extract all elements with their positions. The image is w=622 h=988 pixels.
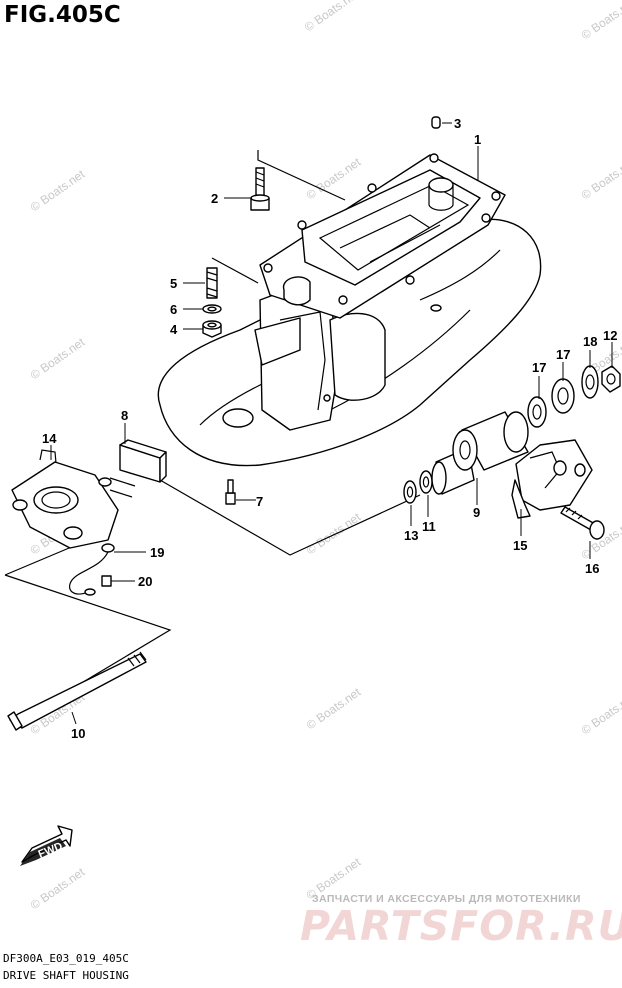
callout-3: 3: [454, 116, 461, 131]
washer-18: [581, 365, 599, 399]
callout-14: 14: [42, 431, 57, 446]
bolt-2: [250, 167, 270, 211]
callout-5: 5: [170, 276, 177, 291]
watermark: © Boats.net: [28, 167, 88, 215]
callout-13: 13: [404, 528, 418, 543]
plate-8: [109, 439, 167, 498]
watermark: © Boats.net: [304, 510, 364, 558]
watermark: © Boats.net: [579, 155, 622, 203]
bolt-16: [560, 506, 605, 540]
clamp-bracket-14: [11, 449, 119, 549]
figure-title: FIG.405C: [4, 2, 121, 28]
long-bolt-10: [7, 651, 147, 731]
figure-name: DRIVE SHAFT HOUSING: [3, 969, 129, 982]
callout-2: 2: [211, 191, 218, 206]
callout-11: 11: [422, 519, 436, 534]
callout-12: 12: [603, 328, 617, 343]
callout-4: 4: [170, 322, 178, 337]
callout-6: 6: [170, 302, 177, 317]
watermark: © Boats.net: [579, 690, 622, 738]
figure-code: DF300A_E03_019_405C: [3, 952, 129, 965]
washer-17b: [551, 378, 575, 414]
drive-shaft-housing: [157, 153, 542, 467]
callout-19: 19: [150, 545, 164, 560]
washer-13: [403, 480, 417, 504]
brand-logo: PARTSFOR.RU: [300, 902, 622, 950]
callout-8: 8: [121, 408, 128, 423]
nut-12: [601, 365, 621, 393]
callout-20: 20: [138, 574, 152, 589]
nut-4: [202, 320, 222, 338]
watermark: © Boats.net: [28, 335, 88, 383]
cover-15: [511, 439, 593, 519]
callout-10: 10: [71, 726, 85, 741]
leader-lines: [50, 122, 613, 725]
watermark: © Boats.net: [579, 0, 622, 42]
ground-wire: [68, 543, 115, 596]
fwd-arrow-icon: FWD: [20, 825, 73, 866]
callout-1: 1: [474, 132, 481, 147]
callout-labels: 1 2 3 4 5 6 7 8 9 10 11 12 13 14 15 16 1…: [42, 116, 617, 741]
washer-6: [202, 304, 222, 314]
dowel-pin: [431, 116, 441, 129]
callout-9: 9: [473, 505, 480, 520]
watermark: © Boats.net: [302, 0, 362, 34]
callout-15: 15: [513, 538, 527, 553]
washer-17a: [527, 396, 547, 428]
watermark: © Boats.net: [304, 685, 364, 733]
callout-17a: 17: [532, 360, 546, 375]
callout-16: 16: [585, 561, 599, 576]
callout-18: 18: [583, 334, 597, 349]
callout-7: 7: [256, 494, 263, 509]
bolt-7: [225, 479, 236, 505]
washer-11: [419, 470, 433, 494]
callout-17b: 17: [556, 347, 570, 362]
watermark: © Boats.net: [28, 865, 88, 913]
brand-tagline: ЗАПЧАСТИ И АКСЕССУАРЫ ДЛЯ МОТОТЕХНИКИ: [312, 893, 581, 905]
stud-5: [206, 267, 218, 299]
mount-9: [431, 411, 529, 495]
